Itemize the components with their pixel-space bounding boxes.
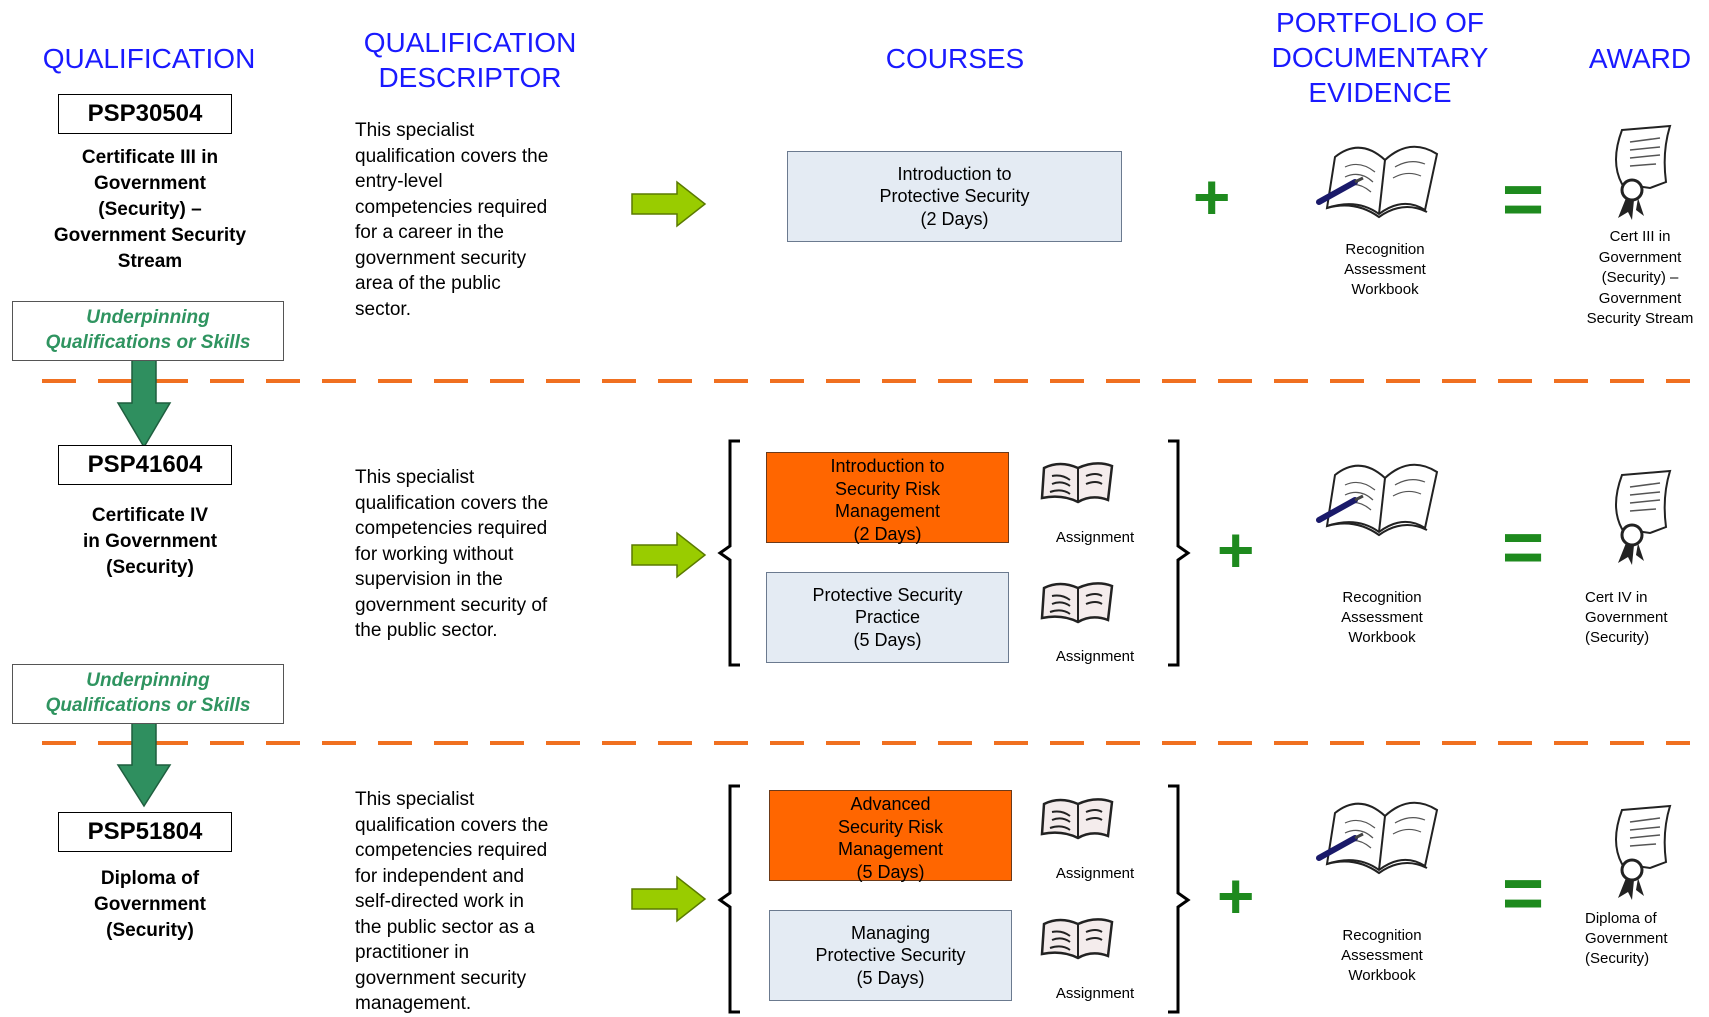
qualification-descriptor-3: This specialist qualification covers the…: [355, 789, 549, 1014]
assignment-book-icon: [1040, 798, 1114, 840]
right-brace-2: [1168, 439, 1191, 667]
course-box-2-1: Introduction to Security Risk Management…: [766, 452, 1009, 544]
header-qualification-descriptor: QUALIFICATION DESCRIPTOR: [363, 27, 577, 93]
portfolio-label-1: Recognition Assessment Workbook: [1344, 241, 1426, 298]
qualification-name-1: Certificate III in Government (Security)…: [53, 147, 247, 272]
header-courses: COURSES: [885, 43, 1025, 74]
course-box-1-1: Introduction to Protective Security (2 D…: [787, 151, 1122, 242]
assignment-book-icon: [1040, 918, 1114, 960]
qualification-descriptor-2: This specialist qualification covers the…: [355, 467, 549, 641]
course-box-2-2: Protective Security Practice (5 Days): [766, 572, 1009, 663]
equals-sign-3: =: [1502, 854, 1545, 934]
equals-sign-2: =: [1502, 508, 1545, 588]
down-arrow-1: [116, 354, 172, 449]
assignment-label-2-2: Assignment: [1055, 648, 1135, 665]
plus-sign-2: +: [1217, 514, 1255, 586]
header-portfolio: PORTFOLIO OF DOCUMENTARY EVIDENCE: [1271, 7, 1489, 108]
course-box-3-2: Managing Protective Security (5 Days): [769, 910, 1012, 1001]
qualification-code-2: PSP41604: [58, 445, 232, 485]
award-label-2: Cert IV in Government (Security): [1585, 589, 1668, 646]
plus-sign-3: +: [1217, 860, 1255, 932]
right-arrow-3: [631, 875, 707, 923]
assignment-book-icon: [1040, 462, 1114, 504]
left-brace-3: [717, 784, 740, 1014]
right-arrow-1: [631, 180, 707, 228]
right-arrow-2: [631, 531, 707, 579]
qualification-code-1: PSP30504: [58, 94, 232, 134]
workbook-icon: [1316, 463, 1439, 537]
down-arrow-2: [116, 709, 172, 808]
header-award: AWARD: [1588, 43, 1692, 74]
portfolio-label-3: Recognition Assessment Workbook: [1341, 927, 1423, 984]
award-label-1: Cert III in Government (Security) – Gove…: [1586, 228, 1694, 327]
assignment-book-icon: [1040, 582, 1114, 624]
certificate-icon: [1615, 124, 1672, 220]
left-brace-2: [717, 439, 740, 667]
certificate-icon: [1615, 804, 1672, 900]
qualification-name-2: Certificate IV in Government (Security): [82, 505, 218, 578]
qualification-descriptor-1: This specialist qualification covers the…: [355, 120, 549, 320]
qualification-name-3: Diploma of Government (Security): [94, 868, 206, 941]
underpinning-box-1: Underpinning Qualifications or Skills: [12, 301, 284, 361]
header-qualification: QUALIFICATION: [42, 43, 256, 74]
assignment-label-3-2: Assignment: [1055, 985, 1135, 1002]
course-box-3-1: Advanced Security Risk Management (5 Day…: [769, 790, 1012, 882]
right-brace-3: [1168, 784, 1191, 1014]
workbook-icon: [1316, 801, 1439, 875]
underpinning-box-2: Underpinning Qualifications or Skills: [12, 664, 284, 724]
award-label-3: Diploma of Government (Security): [1585, 910, 1668, 967]
assignment-label-2-1: Assignment: [1055, 529, 1135, 546]
plus-sign-1: +: [1193, 161, 1231, 233]
assignment-label-3-1: Assignment: [1055, 865, 1135, 882]
portfolio-label-2: Recognition Assessment Workbook: [1341, 589, 1423, 646]
workbook-icon: [1316, 145, 1439, 219]
certificate-icon: [1615, 469, 1672, 565]
equals-sign-1: =: [1502, 160, 1545, 240]
qualification-code-3: PSP51804: [58, 812, 232, 852]
